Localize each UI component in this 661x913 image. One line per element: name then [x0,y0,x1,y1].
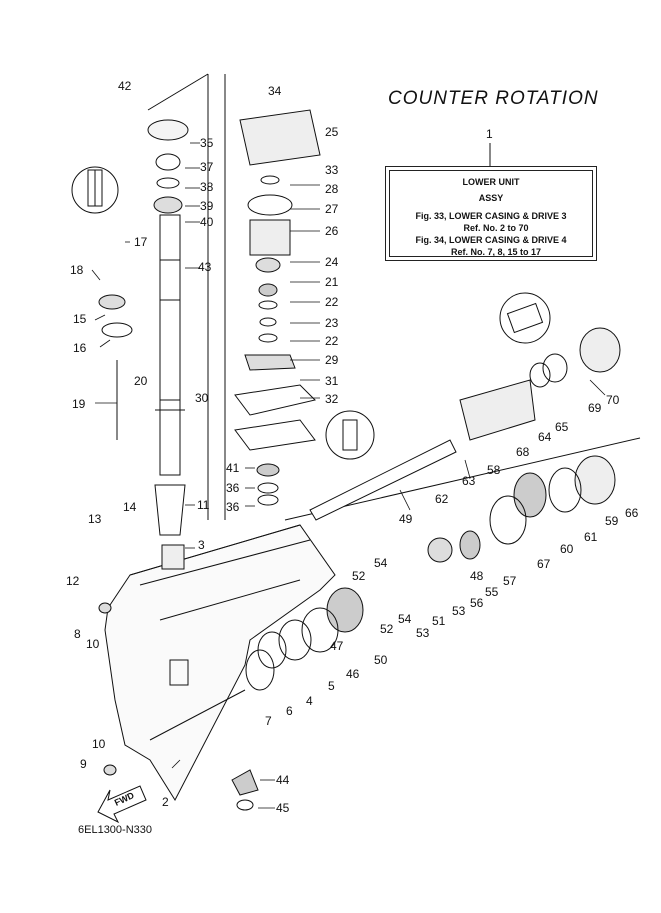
part-number: 39 [200,199,214,213]
part-number: 52 [352,569,366,583]
reference-box-inner: LOWER UNIT ASSY Fig. 33, LOWER CASING & … [389,170,593,257]
part-number: 22 [325,295,339,309]
part-number: 42 [118,79,132,93]
part-number: 15 [73,312,87,326]
part-number: 25 [325,125,339,139]
part-number: 67 [537,557,551,571]
part-number: 34 [268,84,282,98]
part-number: 55 [485,585,499,599]
part-number: 37 [200,160,214,174]
part-number: 11 [197,498,210,512]
part-number: 29 [325,353,339,367]
part-number: 46 [346,667,360,681]
sealant-icon [87,169,103,207]
part-number: 4 [306,694,313,708]
part-number: 45 [276,801,290,815]
part-number: 26 [325,224,339,238]
part-number: 24 [325,255,339,269]
part-number: 52 [380,622,394,636]
part-number: 19 [72,397,86,411]
page-title: COUNTER ROTATION [388,88,599,109]
part-number: 9 [80,757,87,771]
part-number: 48 [470,569,484,583]
part-number: 8 [74,627,81,641]
box-line-4: Ref. No. 2 to 70 [463,223,529,233]
part-number: 61 [584,530,598,544]
reference-number: 1 [486,127,493,141]
part-number: 21 [325,275,339,289]
part-number: 18 [70,263,84,277]
part-number: 30 [195,391,209,405]
part-number: 62 [435,492,449,506]
part-number: 31 [325,374,339,388]
part-number: 41 [226,461,240,475]
part-number: 16 [73,341,87,355]
part-number: 20 [134,374,148,388]
part-number: 57 [503,574,517,588]
part-number: 23 [325,316,339,330]
part-number: 54 [374,556,388,570]
part-number: 5 [328,679,335,693]
part-number: 59 [605,514,619,528]
part-number: 10 [86,637,100,651]
part-number: 17 [134,235,148,249]
part-number: 7 [265,714,272,728]
box-line-3: Fig. 33, LOWER CASING & DRIVE 3 [415,211,567,221]
part-number: 47 [330,639,344,653]
part-number: 32 [325,392,339,406]
part-number: 49 [399,512,413,526]
reference-box: LOWER UNIT ASSY Fig. 33, LOWER CASING & … [385,166,597,261]
drawing-code: 6EL1300-N330 [78,824,153,836]
part-number: 35 [200,136,214,150]
part-number: 50 [374,653,388,667]
box-line-2: ASSY [478,193,504,203]
fwd-arrow-icon [97,785,147,824]
part-number: 70 [606,393,620,407]
part-number: 12 [66,574,80,588]
part-number: 3 [198,538,205,552]
part-number: 58 [487,463,501,477]
oil-icon [342,419,358,451]
part-number: 40 [200,215,214,229]
box-line-6: Ref. No. 7, 8, 15 to 17 [450,247,542,257]
part-number: 10 [92,737,106,751]
part-number: 54 [398,612,412,626]
part-number: 13 [88,512,102,526]
part-number: 6 [286,704,293,718]
part-number: 53 [416,626,430,640]
box-line-1: LOWER UNIT [462,177,520,187]
part-number: 69 [588,401,602,415]
part-number: 14 [123,500,137,514]
part-number: 56 [470,596,484,610]
part-number: 66 [625,506,639,520]
grease-icon [506,302,544,334]
part-number: 51 [432,614,446,628]
part-number: 60 [560,542,574,556]
part-number: 2 [162,795,169,809]
part-number: 53 [452,604,466,618]
part-number: 44 [276,773,290,787]
part-number: 33 [325,163,339,177]
part-number: 38 [200,180,214,194]
part-number: 22 [325,334,339,348]
part-number: 63 [462,474,476,488]
part-number: 65 [555,420,569,434]
part-number: 43 [198,260,212,274]
part-number: 36 [226,481,240,495]
part-number: 27 [325,202,339,216]
part-number: 68 [516,445,530,459]
box-line-5: Fig. 34, LOWER CASING & DRIVE 4 [415,235,567,245]
part-number: 28 [325,182,339,196]
part-number: 64 [538,430,552,444]
part-number: 36 [226,500,240,514]
